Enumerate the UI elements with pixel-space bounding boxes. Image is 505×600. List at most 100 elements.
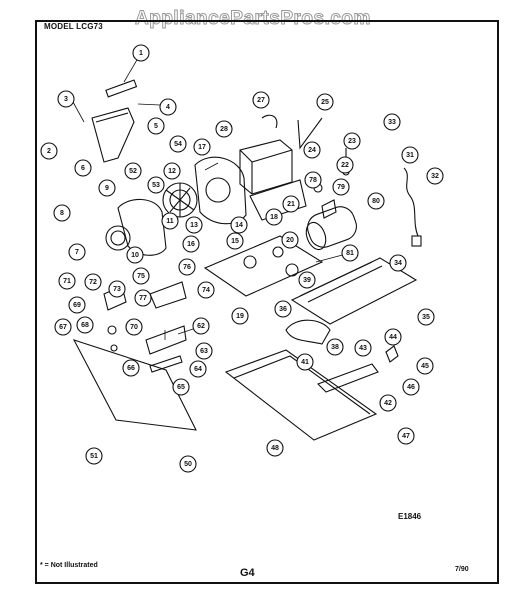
callout-number: 14	[235, 222, 243, 229]
callout-circle	[108, 280, 126, 298]
diagram-code: E1846	[398, 512, 422, 521]
callout-33: 33	[383, 113, 401, 131]
callout-circle	[231, 307, 249, 325]
callout-circle	[147, 176, 165, 194]
callout-number: 66	[127, 365, 135, 372]
callout-number: 45	[421, 363, 429, 370]
callout-circle	[53, 204, 71, 222]
callout-78: 78	[304, 171, 322, 189]
callout-41: 41	[296, 353, 314, 371]
callout-circle	[189, 360, 207, 378]
callout-number: 28	[220, 126, 228, 133]
drive-motor-part	[239, 139, 293, 195]
callout-31: 31	[401, 146, 419, 164]
callout-number: 68	[81, 322, 89, 329]
callout-22: 22	[336, 156, 354, 174]
callout-75: 75	[132, 267, 150, 285]
callout-1: 1	[132, 44, 150, 62]
callout-23: 23	[343, 132, 361, 150]
model-label: MODEL LCG73	[44, 22, 103, 31]
callout-63: 63	[195, 342, 213, 360]
callout-circle	[316, 93, 334, 111]
callout-circle	[304, 171, 322, 189]
callout-number: 79	[337, 184, 345, 191]
callout-69: 69	[68, 296, 86, 314]
callout-45: 45	[416, 357, 434, 375]
callout-54: 54	[169, 135, 187, 153]
callout-number: 9	[105, 185, 109, 192]
callout-number: 76	[183, 264, 191, 271]
callout-circle	[343, 132, 361, 150]
callout-79: 79	[332, 178, 350, 196]
callout-number: 53	[152, 182, 160, 189]
callout-18: 18	[265, 208, 283, 226]
callout-66: 66	[122, 359, 140, 377]
callout-number: 81	[346, 250, 354, 257]
callout-circle	[122, 359, 140, 377]
callout-27: 27	[252, 91, 270, 109]
callout-number: 25	[321, 99, 329, 106]
callout-number: 74	[202, 287, 210, 294]
callout-2: 2	[40, 142, 58, 160]
callout-circle	[68, 296, 86, 314]
callout-47: 47	[397, 427, 415, 445]
page-label: G4	[240, 567, 255, 579]
callout-number: 52	[129, 168, 137, 175]
callout-number: 10	[131, 252, 139, 259]
callout-number: 27	[257, 97, 265, 104]
callout-number: 78	[309, 177, 317, 184]
callout-circle	[193, 138, 211, 156]
callout-circle	[281, 231, 299, 249]
callout-77: 77	[134, 289, 152, 307]
callout-circle	[74, 159, 92, 177]
motor-housing-part	[194, 156, 247, 225]
callout-number: 62	[197, 323, 205, 330]
callout-number: 67	[59, 324, 67, 331]
callout-number: 77	[139, 295, 147, 302]
callout-25: 25	[316, 93, 334, 111]
callout-circle	[397, 427, 415, 445]
motor-bracket-part	[249, 179, 307, 221]
callout-number: 34	[394, 260, 402, 267]
callout-circle	[192, 317, 210, 335]
callout-number: 69	[73, 302, 81, 309]
support-bracket-part	[317, 363, 379, 393]
callout-number: 42	[384, 400, 392, 407]
callout-circle	[125, 318, 143, 336]
callout-circle	[84, 273, 102, 291]
callout-19: 19	[231, 307, 249, 325]
callout-circle	[266, 439, 284, 457]
callout-17: 17	[193, 138, 211, 156]
component-outlines	[72, 79, 422, 441]
callout-circle	[215, 120, 233, 138]
callout-number: 24	[308, 147, 316, 154]
callout-number: 15	[231, 238, 239, 245]
callout-circle	[296, 353, 314, 371]
burner-tube-part	[307, 206, 357, 248]
callout-circle	[195, 342, 213, 360]
callout-circle	[402, 378, 420, 396]
callout-38: 38	[326, 338, 344, 356]
callout-circle	[303, 141, 321, 159]
switch-bracket-part	[145, 325, 187, 355]
callout-number: 17	[198, 144, 206, 151]
callout-circle	[367, 192, 385, 210]
callout-circle	[417, 308, 435, 326]
callout-number: 35	[422, 314, 430, 321]
callout-number: 20	[286, 237, 294, 244]
watermark: AppliancePartsPros.com	[135, 8, 371, 30]
callout-number: 41	[301, 359, 309, 366]
date-label: 7/90	[455, 566, 469, 573]
callout-number: 54	[174, 141, 182, 148]
callout-circle	[265, 208, 283, 226]
callout-circle	[85, 447, 103, 465]
callout-circle	[383, 113, 401, 131]
callout-48: 48	[266, 439, 284, 457]
callout-circle	[426, 167, 444, 185]
callout-number: 2	[47, 148, 51, 155]
callout-circle	[282, 195, 300, 213]
blower-ring-part	[105, 225, 131, 251]
blower-housing-part	[117, 198, 167, 256]
callout-52: 52	[124, 162, 142, 180]
